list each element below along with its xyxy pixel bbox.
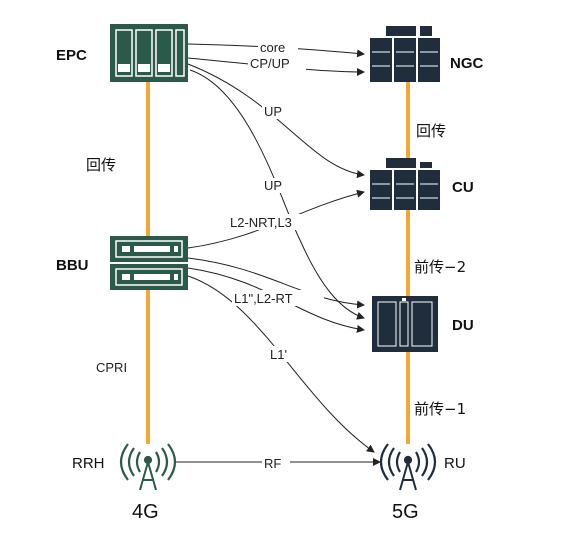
rrh-antenna-icon — [119, 443, 177, 491]
edge-up-1 — [187, 63, 365, 179]
link-label-du-ru: 前传−1 — [414, 400, 466, 418]
ru-antenna-icon — [379, 443, 437, 491]
link-labels: 回传 CPRI 回传 前传−2 前传−1 — [86, 122, 466, 418]
node-label-epc: EPC — [56, 47, 87, 64]
edge-label-l1-l2rt: L1",L2-RT — [234, 291, 293, 306]
generation-label-5g: 5G — [392, 501, 419, 523]
node-label-ngc: NGC — [450, 55, 484, 72]
epc-equipment-icon — [110, 24, 188, 82]
edge-label-cp-up: CP/UP — [250, 56, 290, 71]
link-label-bbu-rrh: CPRI — [96, 360, 127, 375]
cu-equipment-icon — [370, 158, 440, 210]
du-equipment-icon — [372, 296, 438, 352]
edge-label-rf: RF — [264, 456, 281, 471]
edge-labels: core CP/UP UP UP L2-NRT,L3 L1",L2-RT L1'… — [228, 40, 326, 471]
ngc-equipment-icon — [370, 26, 440, 82]
node-label-bbu: BBU — [56, 257, 89, 274]
node-label-rrh: RRH — [72, 455, 105, 472]
orange-links — [146, 82, 410, 444]
node-label-ru: RU — [444, 455, 466, 472]
node-label-du: DU — [452, 317, 474, 334]
edge-l1-l2rt-a — [187, 257, 365, 309]
edge-label-core: core — [260, 40, 285, 55]
link-label-ngc-cu: 回传 — [416, 122, 446, 140]
edge-up-2 — [189, 69, 365, 320]
bbu-equipment-icon — [110, 236, 188, 290]
edge-label-l2nrt-l3: L2-NRT,L3 — [230, 215, 292, 230]
edge-label-l1p: L1' — [270, 347, 287, 362]
edge-label-up-2: UP — [264, 178, 282, 193]
link-label-cu-du: 前传−2 — [414, 258, 466, 276]
node-label-cu: CU — [452, 179, 474, 196]
edge-label-up-1: UP — [264, 104, 282, 119]
link-label-epc-bbu: 回传 — [86, 156, 116, 174]
generation-label-4g: 4G — [132, 501, 159, 523]
